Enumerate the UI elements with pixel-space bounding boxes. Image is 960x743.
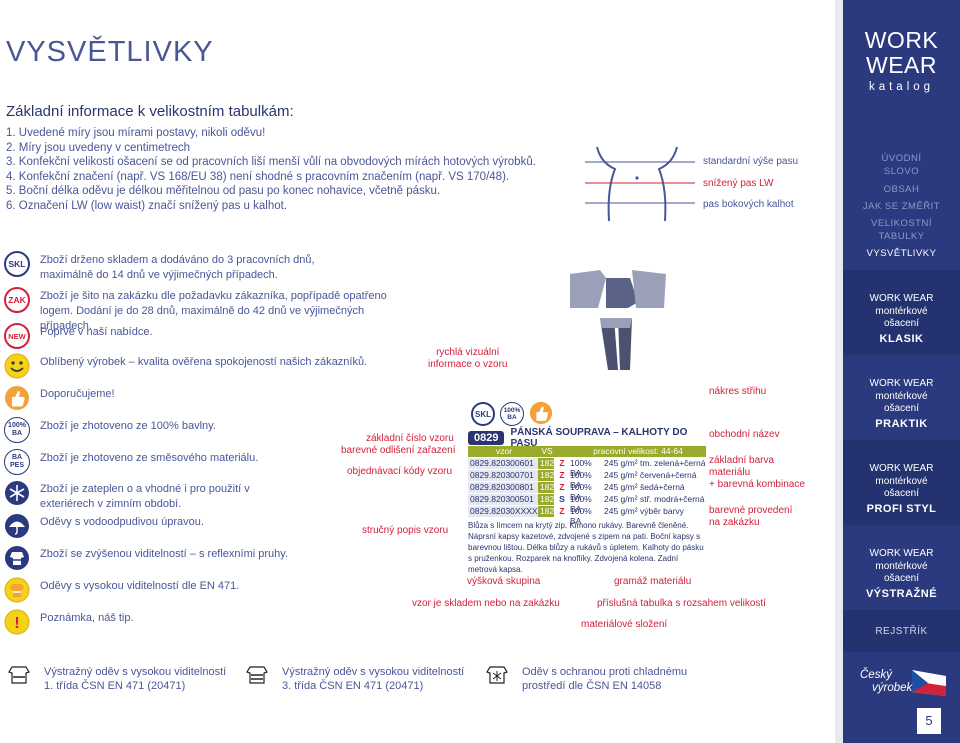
annotation-provedeni: barevné provedení na zakázku xyxy=(709,505,793,528)
product-code: 0829 xyxy=(468,430,505,445)
product-cotton-icon: 100% BA xyxy=(500,402,524,426)
product-description: Blůza s límcem na krytý zip. Kimono ruká… xyxy=(468,521,704,574)
annotation-tabulka: příslušná tabulka s rozsahem velikostí xyxy=(597,598,766,609)
waist-low-label: snížený pas LW xyxy=(703,178,774,189)
rule-item: 6. Označení LW (low waist) značí snížený… xyxy=(6,199,288,212)
annotation-obchodni: obchodní název xyxy=(709,429,780,440)
rule-item: 2. Míry jsou uvedeny v centimetrech xyxy=(6,141,191,154)
rules-list: 1. Uvedené míry jsou mírami postavy, nik… xyxy=(6,126,536,214)
skl-icon: SKL xyxy=(4,251,30,277)
nav-rejstrik[interactable]: REJSTŘÍK xyxy=(875,626,928,637)
annotation-popis: stručný popis vzoru xyxy=(362,525,449,536)
annotation-barevne: barevné odlišení zařazení xyxy=(341,445,456,456)
annotation-sklad: vzor je skladem nebo na zakázku xyxy=(412,598,560,609)
subtitle: Základní informace k velikostním tabulká… xyxy=(6,103,294,120)
legend-item: Doporučujeme! xyxy=(4,385,115,411)
legend-item: Oblíbený výrobek – kvalita ověřena spoko… xyxy=(4,353,367,379)
en471-class1-icon xyxy=(8,666,30,684)
smiley-icon xyxy=(4,353,30,379)
legend-item: BA PES Zboží je zhotoveno ze směsového m… xyxy=(4,449,258,475)
page-number: 5 xyxy=(917,708,941,734)
legend-item: Zboží se zvýšenou viditelností – s refle… xyxy=(4,545,288,571)
waist-standard-label: standardní výše pasu xyxy=(703,156,799,167)
product-card: 0829 PÁNSKÁ SOUPRAVA – KALHOTY DO PASU v… xyxy=(468,426,706,575)
legend-item: ! Poznámka, náš tip. xyxy=(4,609,134,635)
annotation-objednavaci: objednávací kódy vzoru xyxy=(347,466,453,477)
cesky-vyrobek-logo: Český výrobek xyxy=(850,666,950,700)
nav-vysvetlivky[interactable]: VYSVĚTLIVKY xyxy=(866,248,937,259)
annotation-gramaz: gramáž materiálu xyxy=(614,576,692,587)
thumb-up-icon xyxy=(5,386,29,410)
annotation-nakres: nákres střihu xyxy=(709,386,767,397)
legend-item: SKL Zboží drženo skladem a dodáváno do 3… xyxy=(4,251,360,283)
brand: WORK WEAR katalog xyxy=(864,27,939,94)
ba-pes-icon: BA PES xyxy=(4,449,30,475)
garment-sketch xyxy=(570,270,666,370)
product-table-header: vzor VS pracovní velikost: 44-64 xyxy=(468,446,706,458)
rule-item: 4. Konfekční značení (např. VS 168/EU 38… xyxy=(6,170,510,183)
main-content: VYSVĚTLIVKY Základní informace k velikos… xyxy=(4,36,805,693)
umbrella-icon xyxy=(5,514,29,538)
en471-class3-icon xyxy=(246,666,268,684)
en14058-icon xyxy=(486,666,508,684)
legend-item: ZAK Zboží je šito na zakázku dle požadav… xyxy=(4,287,400,334)
annotation-zakladni-barva: základní barva materiálu + barevná kombi… xyxy=(709,455,805,490)
nav-jak-se-zmerit[interactable]: JAK SE ZMĚŘIT xyxy=(862,201,941,212)
legend-item: NEW Poprvé v naší nabídce. xyxy=(4,323,153,349)
product-name: PÁNSKÁ SOUPRAVA – KALHOTY DO PASU xyxy=(510,426,688,449)
snowflake-icon xyxy=(5,481,29,505)
legend-item: Zboží je zateplen o a vhodné i pro použi… xyxy=(4,480,300,512)
annotation-vizual: rychlá vizuální informace o vzoru xyxy=(428,347,508,370)
page-title: VYSVĚTLIVKY xyxy=(6,36,214,68)
hivis-icon xyxy=(4,577,30,603)
annotation-materialove: materiálové složení xyxy=(581,619,668,630)
new-icon: NEW xyxy=(4,323,30,349)
waist-diagram xyxy=(585,146,695,222)
nav-obsah[interactable]: OBSAH xyxy=(883,184,920,195)
legend-item: 100% BA Zboží je zhotoveno ze 100% bavln… xyxy=(4,417,216,443)
annotation-cislo: základní číslo vzoru xyxy=(366,433,454,444)
svg-text:!: ! xyxy=(14,615,19,632)
rule-item: 5. Boční délka oděvu je délkou měřitelno… xyxy=(6,185,441,198)
legend-item: Oděvy s vysokou viditelností dle EN 471. xyxy=(4,577,239,603)
warning-icon: ! xyxy=(4,609,30,635)
annotation-vyskova: výšková skupina xyxy=(467,576,541,587)
product-thumb-icon xyxy=(529,401,553,425)
waist-side-label: pas bokových kalhot xyxy=(703,199,794,210)
cotton-100-icon: 100% BA xyxy=(4,417,30,443)
reflective-icon xyxy=(5,546,29,570)
product-skl-icon: SKL xyxy=(471,402,495,426)
sidebar-stripe xyxy=(835,0,843,743)
rule-item: 1. Uvedené míry jsou mírami postavy, nik… xyxy=(6,127,266,139)
legend-item: Oděvy s vodoodpudivou úpravou. xyxy=(4,513,204,539)
zak-icon: ZAK xyxy=(4,287,30,313)
rule-item: 3. Konfekční velikosti ošacení se od pra… xyxy=(6,156,536,169)
czech-flag-icon xyxy=(912,670,946,696)
